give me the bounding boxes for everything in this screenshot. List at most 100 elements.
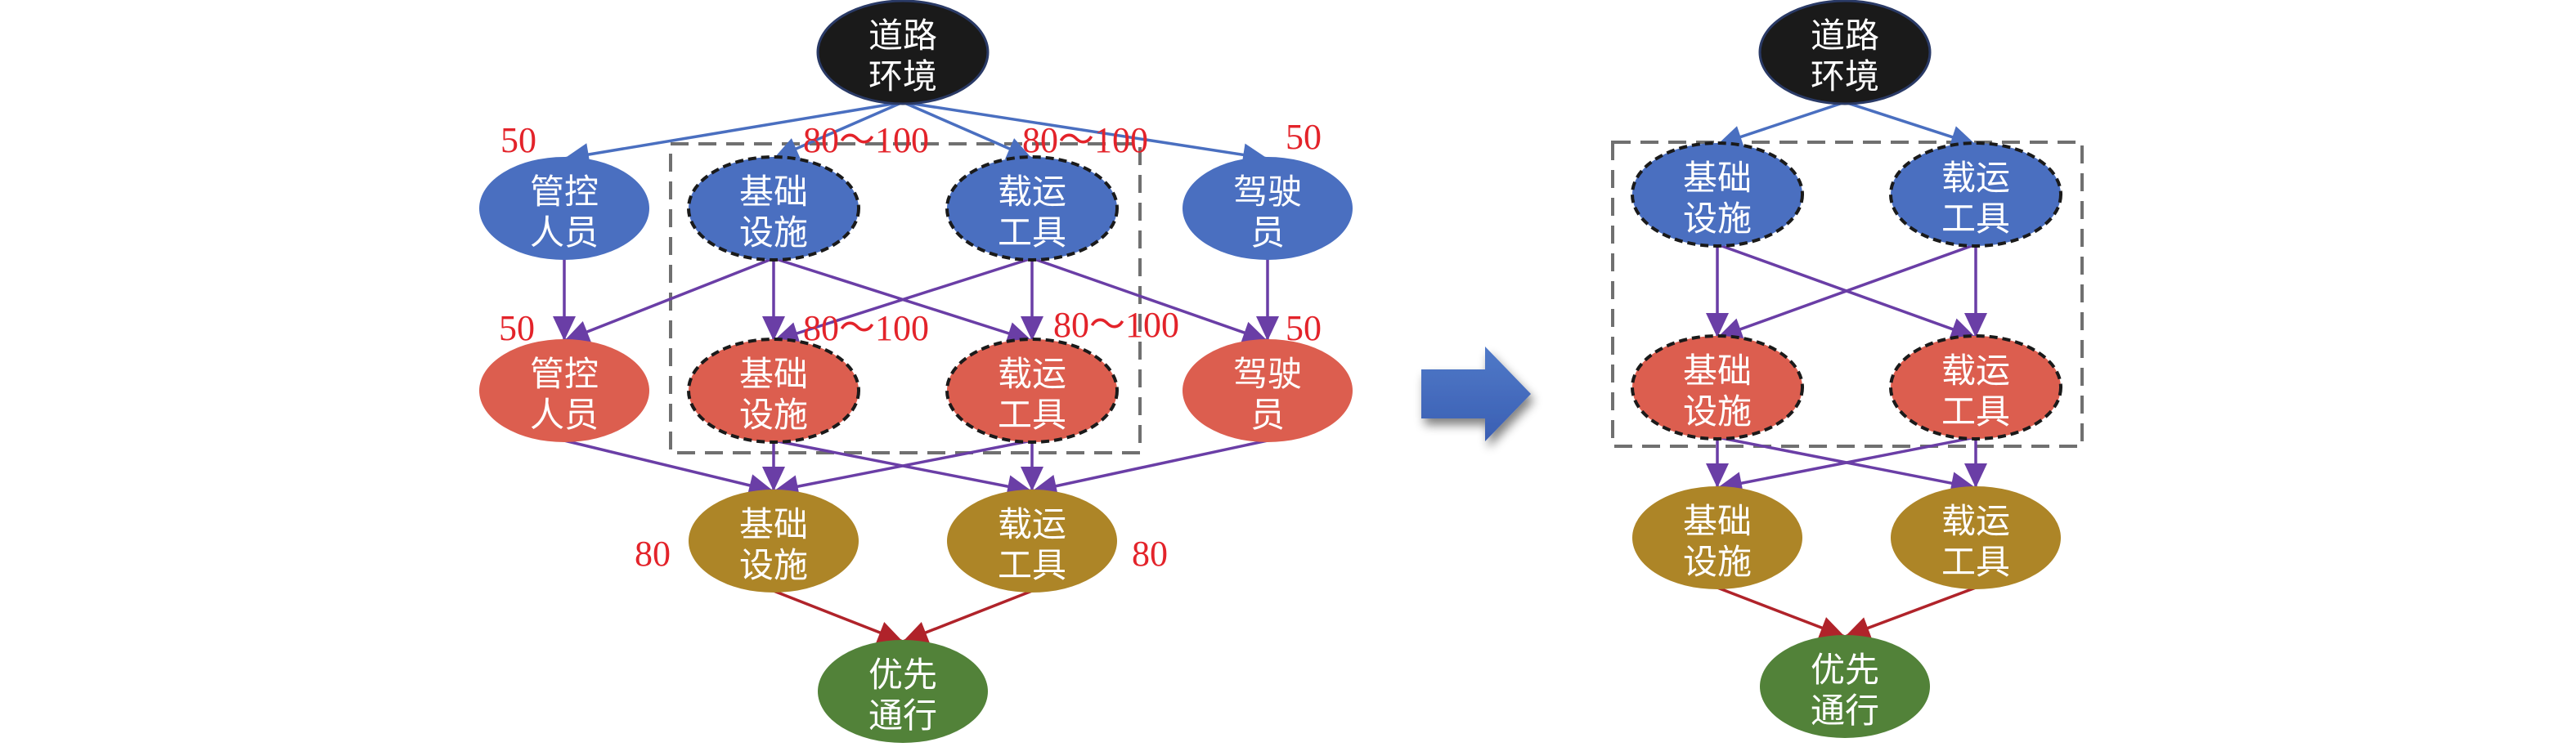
- left-layer2-node-0-label-line1: 管控: [530, 354, 599, 394]
- right-layer2-node-0-label-line1: 基础: [1683, 351, 1752, 391]
- left-layer1-node-3-label-line1: 驾驶: [1233, 172, 1302, 212]
- left-node-priority-passage-shape: [818, 640, 988, 743]
- label-l2-infra: 80～100: [803, 308, 929, 348]
- arrowhead-left-L2c-L3b: [1021, 467, 1043, 491]
- right-node-priority-passage-shape: [1760, 635, 1930, 738]
- left-layer2-node-3-shape: [1183, 339, 1353, 442]
- arrowhead-left-L1b-L2b: [762, 316, 785, 341]
- arrowhead-left-L1a-L2a: [553, 316, 576, 341]
- right-layer1-node-0-label-line1: 基础: [1683, 158, 1752, 198]
- right-layer3-node-0-label-line2: 设施: [1683, 542, 1752, 582]
- right-layer2-node-0-label-line2: 设施: [1683, 391, 1752, 432]
- right-layer3-node-1-shape: [1891, 486, 2061, 589]
- right-layer1-node-1-label-line1: 载运: [1941, 158, 2010, 198]
- left-layer2-node-2-label-line2: 工具: [998, 395, 1066, 435]
- left-layer1-node-1-shape: [687, 155, 860, 262]
- right-layer2-node-0-shape: [1631, 334, 1804, 441]
- label-l1-control: 50: [500, 120, 536, 160]
- left-node-road-environment-label-line1: 道路: [868, 16, 937, 56]
- edge-left-L1c-L2b: [773, 257, 1033, 342]
- right-layer2-node-1-label-line2: 工具: [1941, 391, 2010, 432]
- arrowhead-left-L1c-L2c: [1021, 316, 1043, 341]
- label-l3-infra: 80: [635, 534, 671, 574]
- edges-layer: [553, 101, 1987, 644]
- right-layer1-node-1-label-line2: 工具: [1941, 199, 2010, 239]
- arrowhead-right-R2b-R3b: [1964, 463, 1987, 488]
- arrowhead-left-L1d-L2d: [1256, 316, 1279, 341]
- left-layer2-node-1-label-line1: 基础: [739, 354, 808, 394]
- right-layer1-node-0-label-line2: 设施: [1683, 199, 1752, 239]
- edge-right-R1b-R2a: [1717, 243, 1977, 339]
- right-layer2-node-1-label-line1: 载运: [1941, 351, 2010, 391]
- right-node-road-environment-label-line2: 环境: [1811, 56, 1879, 96]
- right-node-road-environment-shape: [1758, 0, 1932, 105]
- left-layer2-node-2-label-line1: 载运: [998, 354, 1066, 394]
- left-layer2-node-3-label-line2: 员: [1250, 395, 1285, 435]
- right-layer3-node-0-label-line1: 基础: [1683, 501, 1752, 541]
- transform-arrow-icon: [1421, 347, 1531, 441]
- arrowhead-left-root-L1c: [1004, 138, 1032, 159]
- arrowhead-left-root-L1b: [774, 138, 801, 159]
- left-layer3-node-1-label-line2: 工具: [998, 545, 1066, 585]
- nodes-layer: 道路环境管控人员基础设施载运工具驾驶员管控人员基础设施载运工具驾驶员基础设施载运…: [479, 0, 2062, 743]
- left-node-priority-passage-label-line1: 优先: [868, 655, 937, 695]
- left-layer3-node-0-label-line2: 设施: [739, 545, 808, 585]
- left-layer3-node-0-shape: [689, 490, 859, 593]
- left-layer2-node-1-label-line2: 设施: [739, 395, 808, 435]
- label-l2-control: 50: [499, 308, 535, 348]
- arrowhead-right-R1a-R2a: [1706, 313, 1729, 338]
- left-layer1-node-2-shape: [945, 155, 1119, 262]
- edge-left-L2c-L3a: [773, 439, 1033, 493]
- label-l1-infra: 80～100: [803, 120, 929, 160]
- left-node-road-environment-label-line2: 环境: [868, 56, 937, 96]
- left-layer3-node-1-label-line1: 载运: [998, 504, 1066, 544]
- right-node-road-environment-label-line1: 道路: [1811, 16, 1879, 56]
- edge-left-L2a-L3a: [563, 439, 774, 493]
- arrowhead-left-L3b-target: [903, 622, 931, 644]
- arrowhead-left-L2b-L3a: [762, 467, 785, 491]
- left-layer1-node-3: 驾驶员: [1183, 157, 1353, 260]
- edge-left-L2d-L3b: [1031, 439, 1268, 493]
- edge-right-R2b-R3a: [1717, 436, 1977, 490]
- edge-left-L1c-L2d: [1031, 257, 1268, 342]
- edge-left-root-L1a: [563, 101, 904, 160]
- right-group-box: [1611, 141, 2084, 448]
- right-layer1-node-0-shape: [1631, 141, 1804, 248]
- left-layer1-node-2-label-line2: 工具: [998, 212, 1066, 253]
- arrowhead-right-R3a-target: [1817, 617, 1845, 639]
- right-layer3-node-1-label-line1: 载运: [1941, 501, 2010, 541]
- left-layer1-node-3-shape: [1183, 157, 1353, 260]
- right-node-priority-passage-label-line2: 通行: [1811, 691, 1879, 731]
- left-layer1-node-1-label-line2: 设施: [739, 212, 808, 253]
- right-layer1-node-1-shape: [1889, 141, 2062, 248]
- label-l2-driver: 50: [1286, 308, 1322, 348]
- left-layer1-node-0-shape: [479, 157, 649, 260]
- right-node-priority-passage-label-line1: 优先: [1811, 650, 1879, 690]
- left-node-road-environment-shape: [816, 0, 990, 105]
- left-layer3-node-0-label-line1: 基础: [739, 504, 808, 544]
- left-layer2-node-1-shape: [687, 338, 860, 444]
- left-layer2-node-0-shape: [479, 339, 649, 442]
- label-l1-vehicle: 80～100: [1022, 120, 1148, 160]
- right-layer2-node-1-shape: [1889, 334, 2062, 441]
- edge-left-root-L1d: [902, 101, 1268, 160]
- right-layer3-node-1-label-line2: 工具: [1941, 542, 2010, 582]
- left-layer1-node-0-label-line1: 管控: [530, 172, 599, 212]
- arrowhead-right-R1b-R2b: [1964, 313, 1987, 338]
- left-layer1-node-3-label-line2: 员: [1250, 212, 1285, 253]
- left-layer2-node-2-shape: [945, 338, 1119, 444]
- arrowhead-left-L1c-L2d: [1241, 321, 1268, 344]
